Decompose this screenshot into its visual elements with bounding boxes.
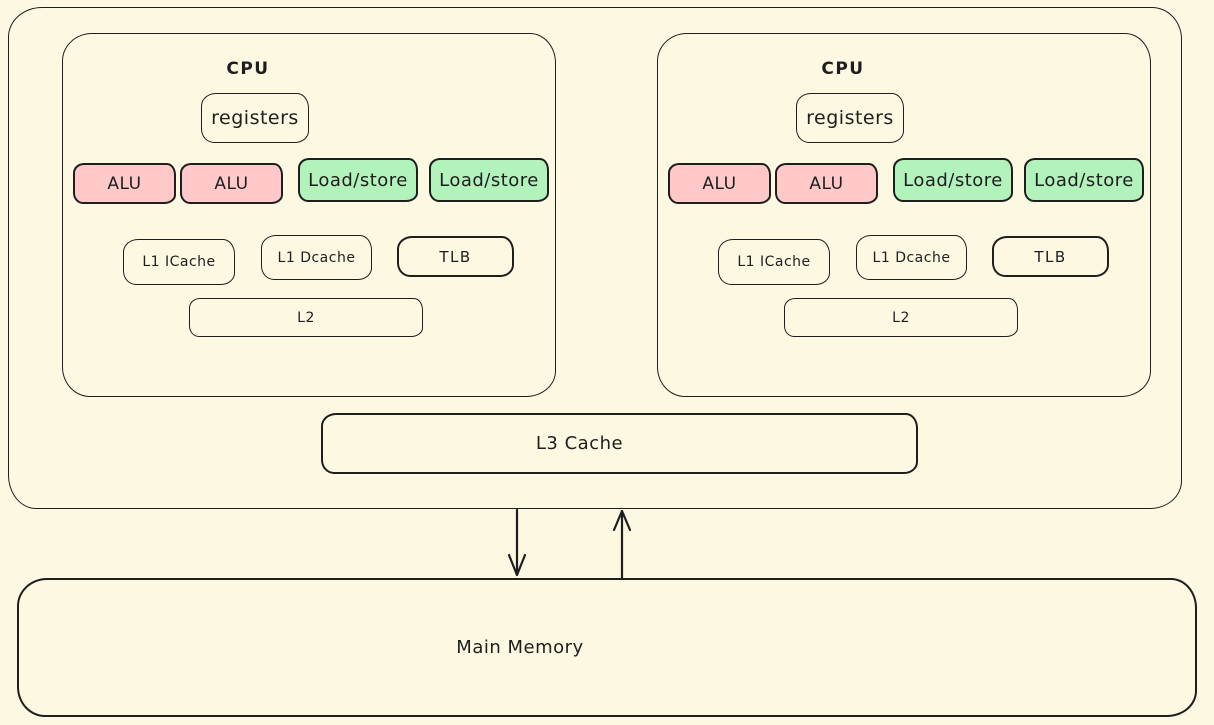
l1-dcache-box: L1 Dcache bbox=[856, 235, 967, 280]
load-store-box: Load/store bbox=[429, 158, 549, 202]
alu-box: ALU bbox=[180, 163, 283, 204]
cpu-core-1: CPU registers ALU ALU Load/store Load/st… bbox=[657, 33, 1151, 397]
registers-box: registers bbox=[201, 93, 309, 143]
load-store-box: Load/store bbox=[1024, 158, 1144, 202]
l1-dcache-box: L1 Dcache bbox=[261, 235, 372, 280]
l2-cache-box: L2 bbox=[784, 298, 1018, 337]
alu-box: ALU bbox=[668, 163, 771, 204]
l2-cache-box: L2 bbox=[189, 298, 423, 337]
load-store-box: Load/store bbox=[298, 158, 418, 202]
tlb-box: TLB bbox=[397, 236, 514, 277]
chip-memory-arrows bbox=[507, 508, 632, 580]
registers-box: registers bbox=[796, 93, 904, 143]
up-arrow bbox=[612, 509, 632, 580]
tlb-box: TLB bbox=[992, 236, 1109, 277]
chip-boundary bbox=[8, 7, 1182, 509]
load-store-box: Load/store bbox=[893, 158, 1013, 202]
l1-icache-box: L1 ICache bbox=[123, 239, 235, 285]
cpu-core-0: CPU registers ALU ALU Load/store Load/st… bbox=[62, 33, 556, 397]
cpu-core-label: CPU bbox=[226, 59, 270, 79]
l1-icache-box: L1 ICache bbox=[718, 239, 830, 285]
alu-box: ALU bbox=[775, 163, 878, 204]
down-arrow bbox=[507, 508, 527, 577]
l3-cache-box: L3 Cache bbox=[321, 413, 918, 474]
alu-box: ALU bbox=[73, 163, 176, 204]
main-memory-box: Main Memory bbox=[17, 578, 1197, 717]
cpu-core-label: CPU bbox=[821, 59, 865, 79]
